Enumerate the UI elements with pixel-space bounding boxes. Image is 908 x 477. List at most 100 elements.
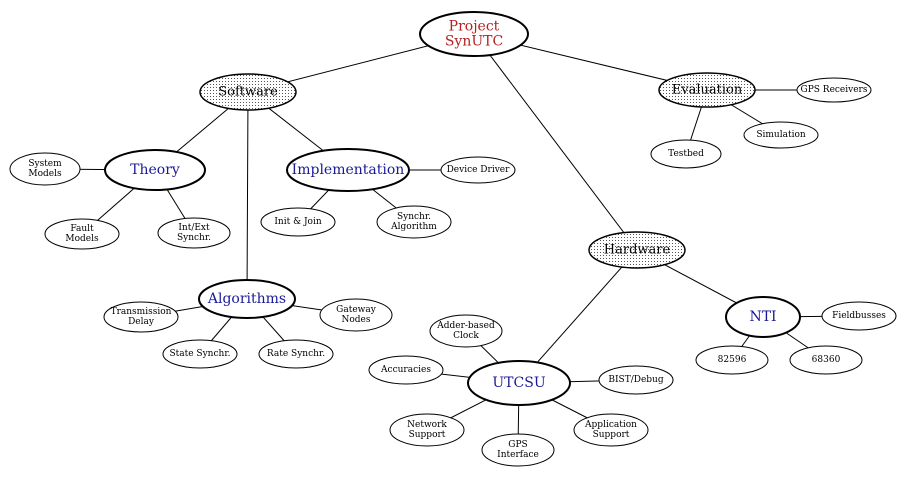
node-gateway-nodes-shape — [319, 298, 393, 332]
node-project-shape — [419, 11, 529, 57]
node-accuracies-shape — [368, 355, 444, 385]
node-project-label: SynUTC — [445, 34, 503, 50]
node-implementation: Implementation — [286, 148, 410, 192]
node-utcsu: UTCSU — [467, 360, 571, 406]
node-network-support-label: Support — [409, 430, 446, 440]
node-fieldbusses-shape — [821, 301, 897, 331]
node-state-synchr: State Synchr. — [162, 339, 238, 369]
node-testbed: Testbed — [650, 139, 722, 169]
node-n82596-shape — [695, 345, 769, 375]
node-algorithms: Algorithms — [198, 279, 296, 319]
node-device-driver: Device Driver — [440, 156, 516, 184]
node-theory-shape — [104, 149, 206, 191]
node-nti-shape — [725, 296, 801, 338]
node-application-support-label: Support — [593, 430, 630, 440]
node-device-driver-shape — [440, 156, 516, 184]
node-synchr-algorithm: Synchr.Algorithm — [376, 205, 452, 239]
node-transmission-delay-label: Transmission — [111, 307, 172, 317]
node-utcsu-shape — [467, 360, 571, 406]
node-testbed-shape — [650, 139, 722, 169]
node-fieldbusses: Fieldbusses — [821, 301, 897, 331]
node-gps-interface-label: Interface — [497, 450, 539, 460]
node-gps-receivers-shape — [796, 77, 872, 103]
node-evaluation-shape — [658, 72, 756, 108]
node-accuracies: Accuracies — [368, 355, 444, 385]
node-init-join-shape — [260, 207, 336, 237]
node-system-models-label: Models — [28, 169, 62, 179]
node-n68360: 68360 — [789, 345, 863, 375]
node-synchr-algorithm-shape — [376, 205, 452, 239]
node-simulation-shape — [743, 121, 819, 149]
node-implementation-label: Implementation — [292, 162, 405, 178]
node-application-support-label: Application — [584, 420, 637, 430]
node-theory-label: Theory — [130, 162, 180, 178]
node-bist-debug-label: BIST/Debug — [608, 375, 663, 385]
node-theory: Theory — [104, 149, 206, 191]
node-rate-synchr-label: Rate Synchr. — [267, 349, 325, 359]
node-gateway-nodes-label: Nodes — [342, 315, 371, 325]
node-init-join-label: Init & Join — [274, 217, 321, 227]
node-int-ext-synchr-shape — [157, 217, 231, 249]
node-simulation-label: Simulation — [756, 130, 806, 140]
node-int-ext-synchr-label: Int/Ext — [178, 223, 210, 233]
node-accuracies-label: Accuracies — [380, 365, 431, 375]
node-utcsu-label: UTCSU — [492, 375, 545, 391]
node-hardware-shape — [588, 231, 686, 269]
node-adder-clock-shape — [429, 314, 503, 348]
node-transmission-delay-label: Delay — [128, 317, 155, 327]
node-software-label: Software — [218, 85, 278, 100]
node-implementation-shape — [286, 148, 410, 192]
node-fieldbusses-label: Fieldbusses — [832, 311, 886, 321]
node-system-models-shape — [9, 152, 81, 186]
node-adder-clock-label: Adder-based — [436, 321, 495, 331]
node-algorithms-shape — [198, 279, 296, 319]
node-fault-models-label: Fault — [70, 224, 94, 234]
node-gps-interface-label: GPS — [508, 440, 527, 450]
edge-project-to-hardware — [473, 33, 638, 251]
node-transmission-delay-shape — [103, 301, 179, 333]
node-rate-synchr-shape — [258, 339, 334, 369]
node-hardware-label: Hardware — [604, 243, 671, 258]
node-fault-models-shape — [44, 218, 120, 250]
node-project-label: Project — [449, 18, 500, 34]
edge-hardware-to-utcsu — [518, 249, 638, 384]
node-network-support-shape — [389, 413, 465, 447]
node-init-join: Init & Join — [260, 207, 336, 237]
node-software-shape — [199, 73, 297, 111]
node-n68360-label: 68360 — [812, 355, 841, 365]
node-simulation: Simulation — [743, 121, 819, 149]
node-gps-receivers-label: GPS Receivers — [801, 85, 868, 95]
node-system-models-label: System — [28, 159, 62, 169]
node-synchr-algorithm-label: Algorithm — [390, 222, 437, 232]
node-bist-debug-shape — [598, 365, 674, 395]
node-state-synchr-shape — [162, 339, 238, 369]
node-algorithms-label: Algorithms — [207, 291, 286, 307]
node-n68360-shape — [789, 345, 863, 375]
node-device-driver-label: Device Driver — [447, 165, 511, 175]
node-nti-label: NTI — [749, 309, 776, 325]
node-gps-interface-shape — [481, 433, 555, 467]
node-bist-debug: BIST/Debug — [598, 365, 674, 395]
node-n82596: 82596 — [695, 345, 769, 375]
node-gps-receivers: GPS Receivers — [796, 77, 872, 103]
node-fault-models-label: Models — [65, 234, 99, 244]
node-software: Software — [199, 73, 297, 111]
node-evaluation: Evaluation — [658, 72, 756, 108]
node-rate-synchr: Rate Synchr. — [258, 339, 334, 369]
node-synchr-algorithm-label: Synchr. — [397, 212, 431, 222]
node-adder-clock-label: Clock — [453, 331, 479, 341]
node-application-support-shape — [573, 413, 649, 447]
node-evaluation-label: Evaluation — [672, 83, 743, 98]
node-gateway-nodes-label: Gateway — [336, 305, 377, 315]
